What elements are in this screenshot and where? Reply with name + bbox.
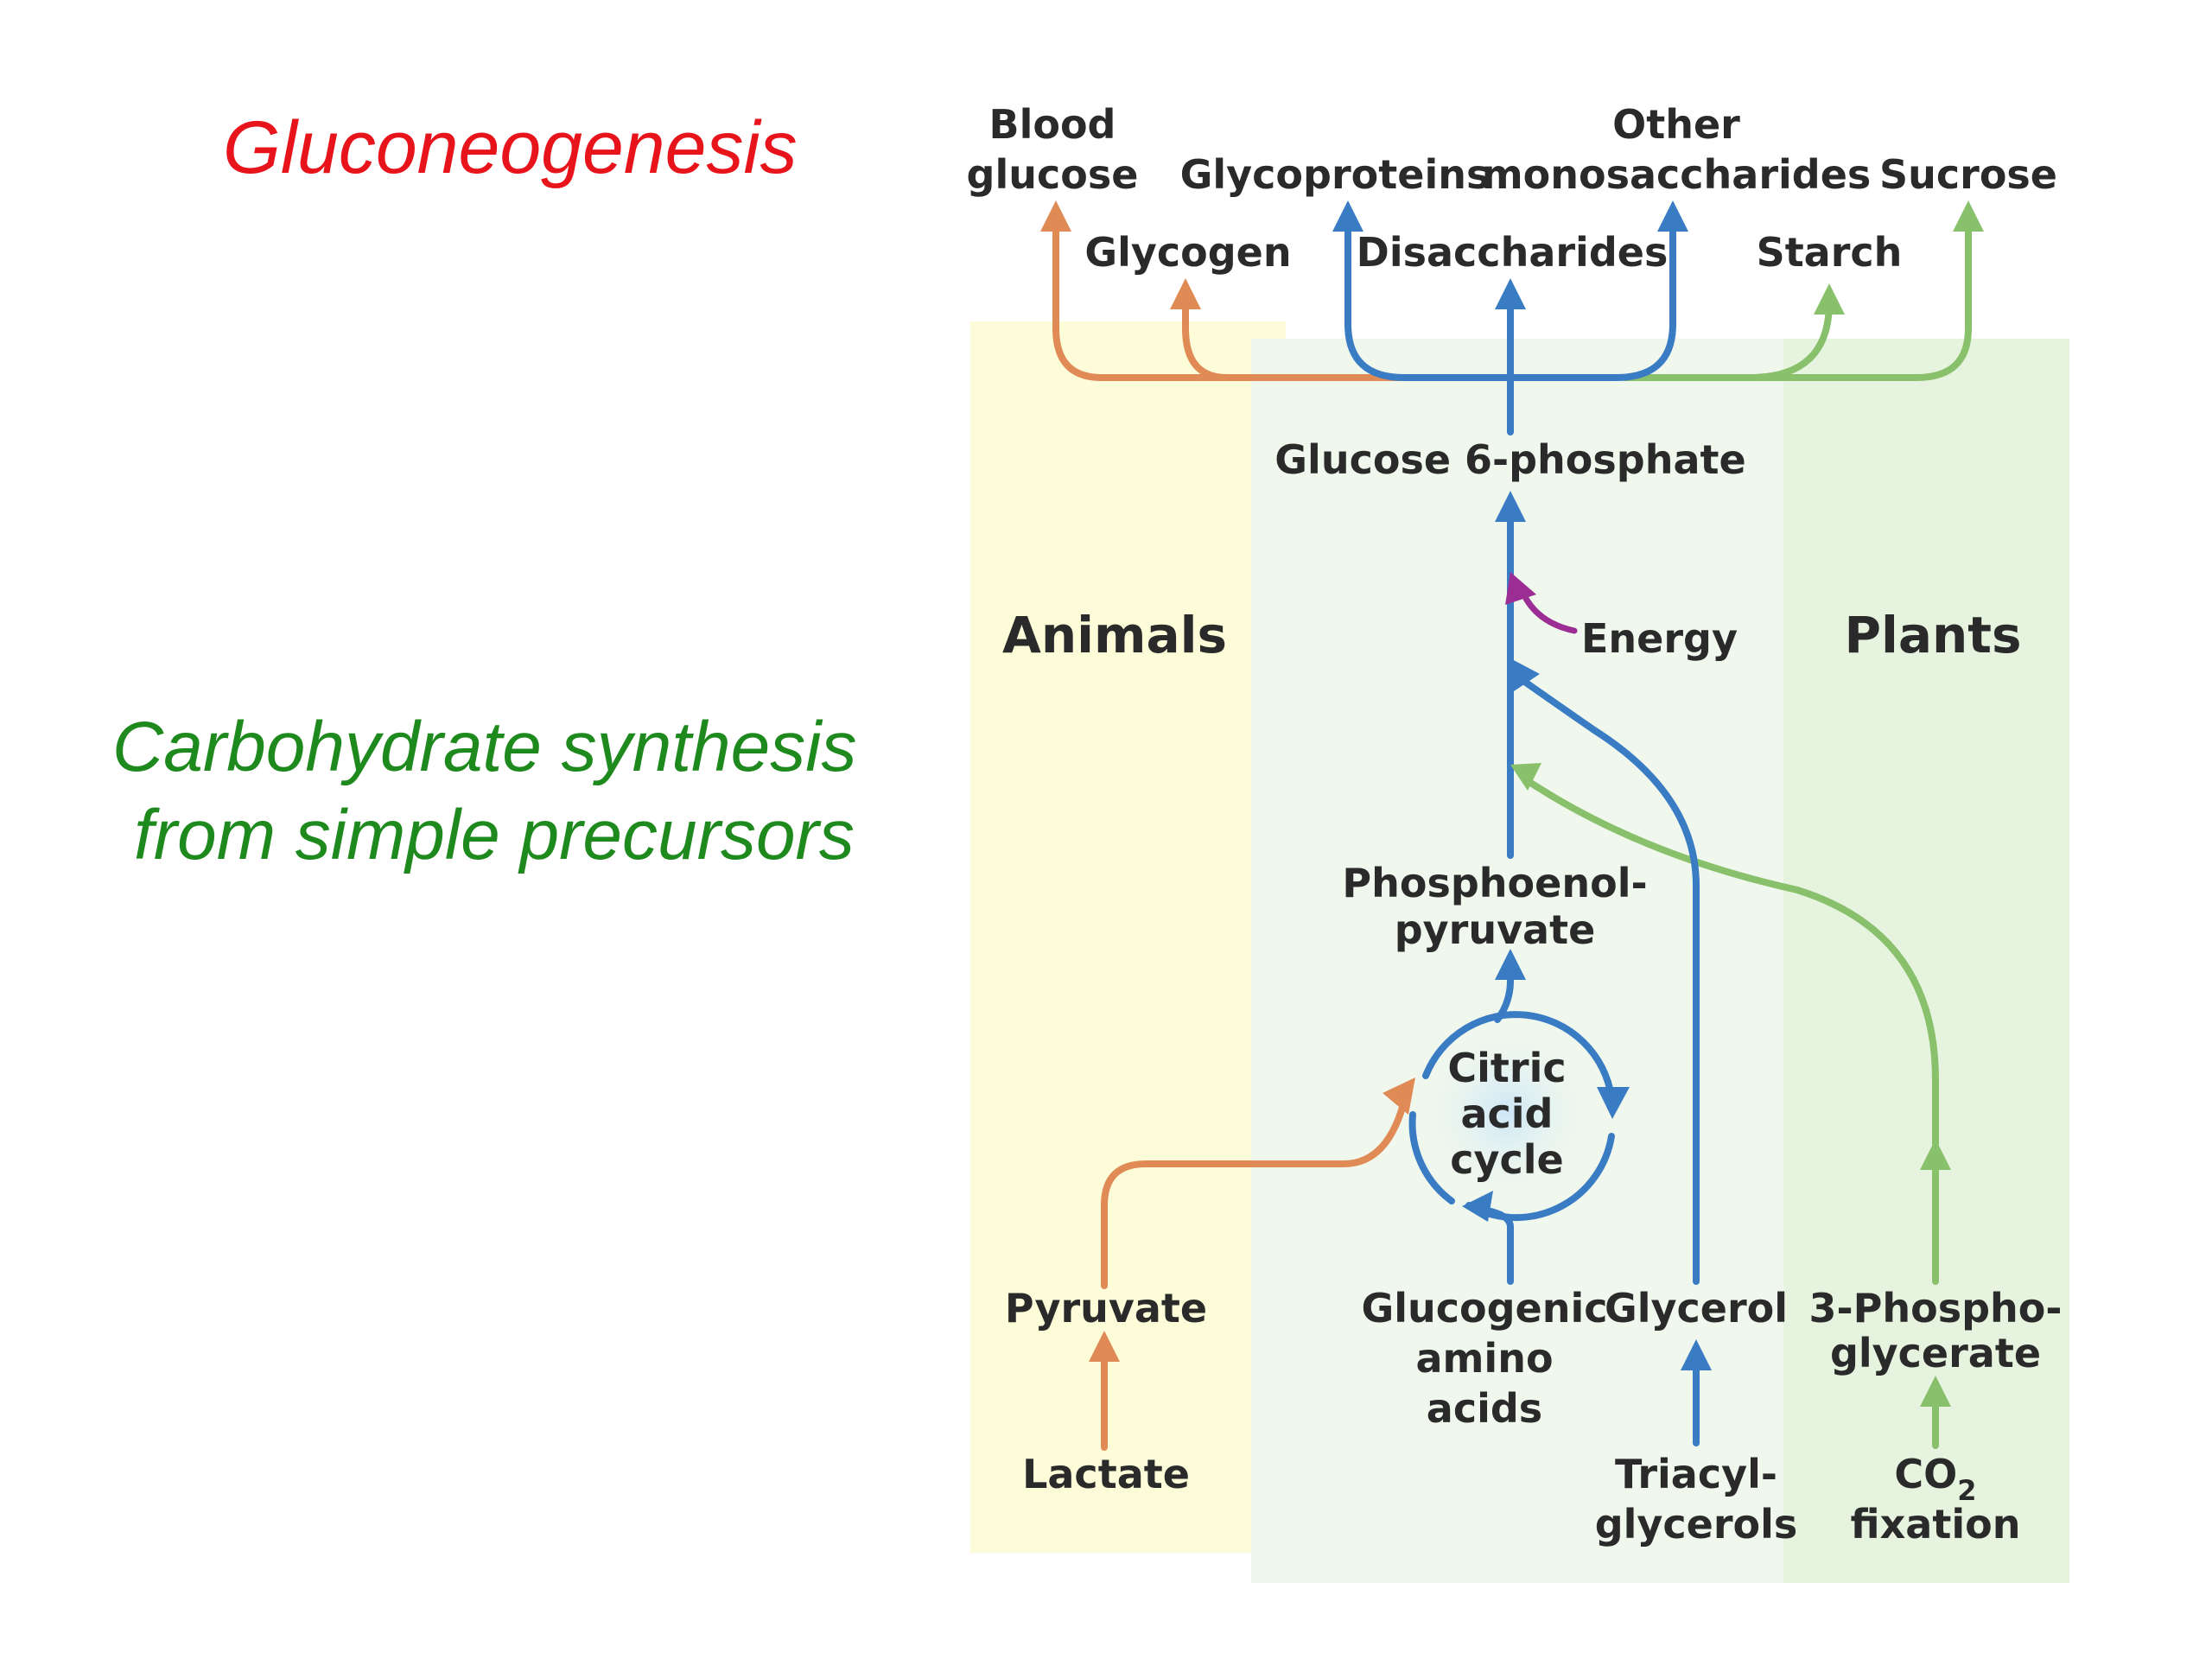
triacylglycerols-label-line-2: glycerols [1595, 1501, 1798, 1548]
citric-acid-cycle-arc-3 [1408, 1111, 1455, 1205]
lactate-label: Lactate [1022, 1451, 1190, 1497]
glucose-6-phosphate-label: Glucose 6-phosphate [1274, 436, 1745, 483]
to-glycogen-path [1182, 295, 1230, 381]
to-sucrose-path [1742, 217, 1972, 381]
arrowhead-pyruvate [1089, 1331, 1120, 1362]
cycle-glow [1412, 1017, 1602, 1207]
phosphoglycerate-to-g6p-path [1526, 779, 1939, 1285]
arrowhead-energy [1505, 572, 1536, 605]
subtitle-line-2: from simple precursors [134, 796, 855, 874]
arrowhead-citric-acid-cycle [1382, 1077, 1415, 1115]
sucrose-label: Sucrose [1879, 151, 2057, 198]
citric-acid-cycle-label-line-1: Citric [1447, 1045, 1566, 1091]
plants-panel-label: Plants [1844, 606, 2021, 664]
citric-acid-cycle-arc-2 [1465, 1133, 1615, 1222]
plant-pathways [1526, 217, 1972, 1449]
animals-panel-label: Animals [1002, 606, 1227, 664]
other-monosaccharides-label-line-1: Other [1612, 101, 1740, 148]
blood-glucose-label-line-1: Blood [989, 101, 1116, 148]
arrowhead-plant-to-g6p [1510, 763, 1541, 791]
arrowhead-other-monosaccharides [1657, 200, 1688, 232]
citric-acid-cycle-label-line-2: acid [1460, 1090, 1553, 1137]
arrowhead-glycoproteins [1332, 200, 1363, 232]
to-glycoproteins-path [1344, 217, 1514, 381]
animal-arrowheads [1040, 200, 1415, 1362]
to-other-monosaccharides-path [1507, 217, 1676, 381]
3-phosphoglycerate-label-line-2: glycerate [1830, 1330, 2041, 1376]
subtitle-line-1: Carbohydrate synthesis [112, 708, 857, 786]
citric-acid-cycle-label-line-3: cycle [1450, 1136, 1564, 1183]
co2-fixation-label-line-2: fixation [1851, 1501, 2021, 1548]
arrowhead-glycerol [1681, 1339, 1712, 1370]
arrowhead-cycle-bottom [1462, 1191, 1493, 1222]
animal-pathways [1052, 217, 1410, 1451]
common-arrowheads [1332, 200, 1712, 1370]
arrowhead-glucose-6-phosphate [1495, 491, 1526, 522]
pyruvate-label: Pyruvate [1005, 1285, 1207, 1332]
starch-label: Starch [1757, 229, 1903, 276]
citric-acid-cycle-arc-1 [1422, 1011, 1615, 1101]
phosphoenolpyruvate-label-line-1: Phosphoenol- [1342, 860, 1647, 906]
other-monosaccharides-label-line-2: monosaccharides [1482, 151, 1872, 198]
arrowhead-blood-glucose [1040, 200, 1071, 232]
energy-label: Energy [1581, 615, 1738, 662]
glucogenic-amino-acids-label-line-2: amino [1415, 1335, 1553, 1382]
glycerol-label: Glycerol [1605, 1285, 1788, 1332]
arrowhead-phosphoglycerate-mid [1920, 1139, 1951, 1170]
to-blood-glucose-path [1052, 217, 1403, 381]
common-pathways [1344, 217, 1700, 1446]
plants-panel [1783, 339, 2069, 1583]
arrowhead-glycerol-to-g6p [1510, 658, 1540, 691]
arrowhead-starch [1814, 283, 1845, 315]
blood-glucose-label-line-2: glucose [967, 151, 1139, 198]
plant-arrowheads [1510, 200, 1984, 1407]
glycogen-label: Glycogen [1084, 229, 1291, 276]
disaccharides-label: Disaccharides [1357, 229, 1669, 276]
arrowhead-sucrose [1953, 200, 1984, 232]
phosphoenolpyruvate-label-line-2: pyruvate [1395, 906, 1596, 953]
glycerol-to-g6p-path [1510, 671, 1700, 1285]
diagram-title: Gluconeogenesis [223, 106, 798, 189]
triacylglycerols-label-line-1: Triacyl- [1615, 1451, 1777, 1497]
glycoproteins-label: Glycoproteins [1180, 151, 1491, 198]
arrowhead-cycle-right [1597, 1087, 1630, 1119]
3-phosphoglycerate-label-line-1: 3-Phospho- [1809, 1285, 2063, 1332]
arrowhead-glycogen [1170, 278, 1201, 309]
animals-panel [970, 321, 1286, 1553]
pyruvate-to-cycle-path [1101, 1087, 1410, 1289]
co2-fixation-label-line-1: CO2 [1894, 1451, 1976, 1507]
arrowhead-phosphoglycerate [1920, 1376, 1951, 1407]
arrowhead-disaccharides [1495, 278, 1526, 309]
glucogenic-amino-acids-label-line-1: Glucogenic [1361, 1285, 1607, 1332]
glucogenic-amino-acids-label-line-3: acids [1427, 1385, 1542, 1432]
arrowhead-pep [1495, 949, 1526, 980]
